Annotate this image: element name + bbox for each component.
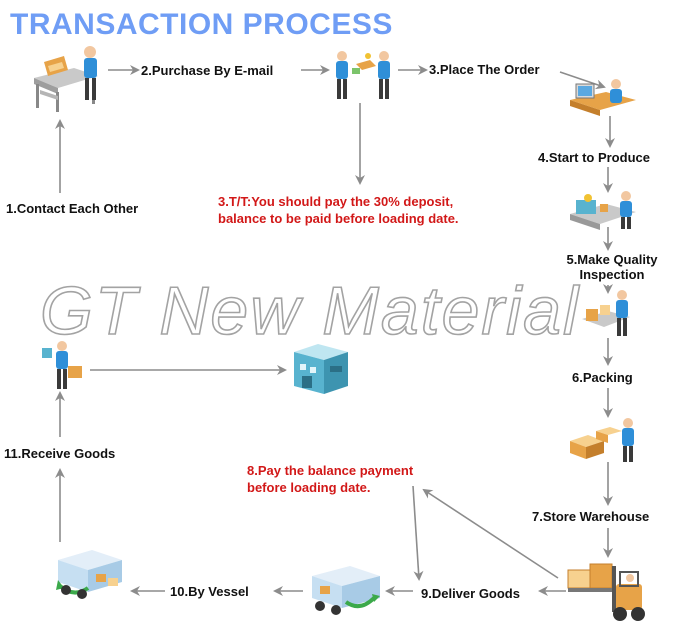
step-7-label: 7.Store Warehouse [532,509,650,524]
arrow-forklift-to-note [422,488,559,579]
packing-boxes-icon [570,418,634,462]
production-machine-icon [570,191,636,230]
step-5-line-1: 5.Make Quality [566,252,658,267]
step-1-label: 1.Contact Each Other [6,201,139,216]
building-icon [294,344,348,394]
step-6-label: 6.Packing [572,370,633,385]
vessel-truck-icon [56,550,122,599]
delivery-truck-icon [312,566,380,615]
step-5-line-2: Inspection [579,267,645,282]
step-10-label: 10.By Vessel [170,584,249,599]
two-people-exchange-icon [336,51,390,99]
deposit-note: 3.T/T:You should pay the 30% deposit, ba… [218,194,459,226]
step-2-label: 2.Purchase By E-mail [141,63,274,78]
computer-worker-icon [570,79,636,116]
receive-goods-person-icon [42,341,82,389]
office-desk-person-icon [34,46,98,112]
step-11-label: 11.Receive Goods [4,446,116,461]
arrow-order-to-computer [559,71,606,90]
inspection-worker-icon [582,290,630,336]
page-title: TRANSACTION PROCESS [10,8,393,41]
warehouse-forklift-icon [567,563,645,621]
step-4-label: 4.Start to Produce [538,150,650,165]
arrow-note-to-deliver [412,485,424,581]
balance-note: 8.Pay the balance payment before loading… [247,463,414,495]
step-5-label: 5.Make Quality Inspection [556,252,668,282]
step-3-label: 3.Place The Order [429,62,540,77]
step-9-label: 9.Deliver Goods [421,586,520,601]
